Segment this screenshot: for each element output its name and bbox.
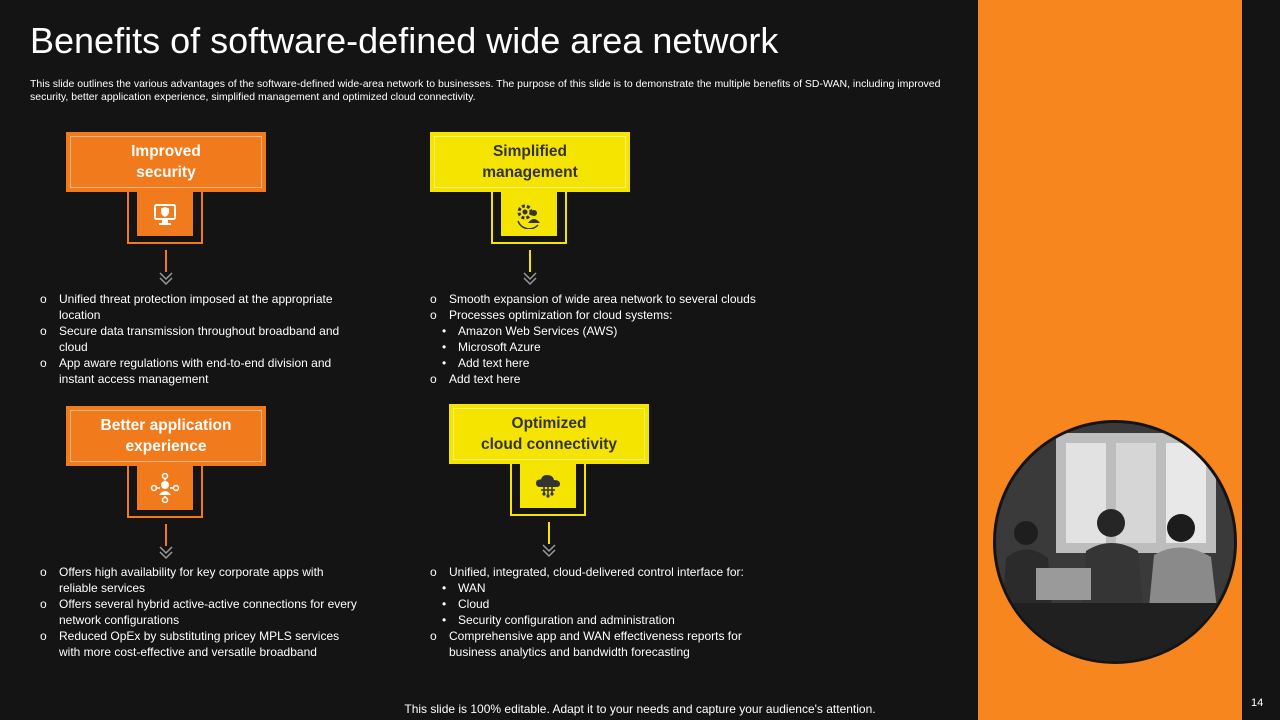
chevron-down-icon <box>523 272 537 286</box>
bullet-list-improved-security: Unified threat protection imposed at the… <box>30 291 350 387</box>
list-item: Comprehensive app and WAN effectiveness … <box>420 628 785 660</box>
list-item: Add text here <box>420 371 820 387</box>
slide-title: Benefits of software-defined wide area n… <box>30 20 779 61</box>
chevron-down-icon <box>542 544 556 558</box>
card-connector <box>127 192 203 244</box>
list-item: Smooth expansion of wide area network to… <box>420 291 820 307</box>
sub-list-item: Security configuration and administratio… <box>420 612 785 628</box>
sub-list-item: Add text here <box>420 355 820 371</box>
card-connector <box>491 192 567 244</box>
card-connector <box>127 466 203 518</box>
sub-list-item: WAN <box>420 580 785 596</box>
team-photo <box>993 420 1237 664</box>
bullet-list-simplified-management: Smooth expansion of wide area network to… <box>420 291 820 387</box>
security-monitor-icon <box>137 192 193 236</box>
list-item: Unified, integrated, cloud-delivered con… <box>420 564 785 580</box>
footer-note: This slide is 100% editable. Adapt it to… <box>404 702 876 716</box>
list-item: Processes optimization for cloud systems… <box>420 307 820 323</box>
cloud-network-icon <box>520 464 576 508</box>
gear-user-icon <box>501 192 557 236</box>
bullet-list-application-experience: Offers high availability for key corpora… <box>30 564 360 660</box>
list-item: Offers high availability for key corpora… <box>30 564 360 596</box>
slide-subtitle: This slide outlines the various advantag… <box>30 78 941 103</box>
list-item: Reduced OpEx by substituting pricey MPLS… <box>30 628 360 660</box>
sub-list-item: Microsoft Azure <box>420 339 820 355</box>
chevron-down-icon <box>159 546 173 560</box>
sub-list-item: Cloud <box>420 596 785 612</box>
list-item: Secure data transmission throughout broa… <box>30 323 350 355</box>
list-item: Unified threat protection imposed at the… <box>30 291 350 323</box>
user-network-icon <box>137 466 193 510</box>
sub-list-item: Amazon Web Services (AWS) <box>420 323 820 339</box>
chevron-down-icon <box>159 272 173 286</box>
list-item: Offers several hybrid active-active conn… <box>30 596 360 628</box>
card-connector <box>510 464 586 516</box>
bullet-list-cloud-connectivity: Unified, integrated, cloud-delivered con… <box>420 564 785 660</box>
page-number: 14 <box>1251 697 1264 709</box>
list-item: App aware regulations with end-to-end di… <box>30 355 350 387</box>
